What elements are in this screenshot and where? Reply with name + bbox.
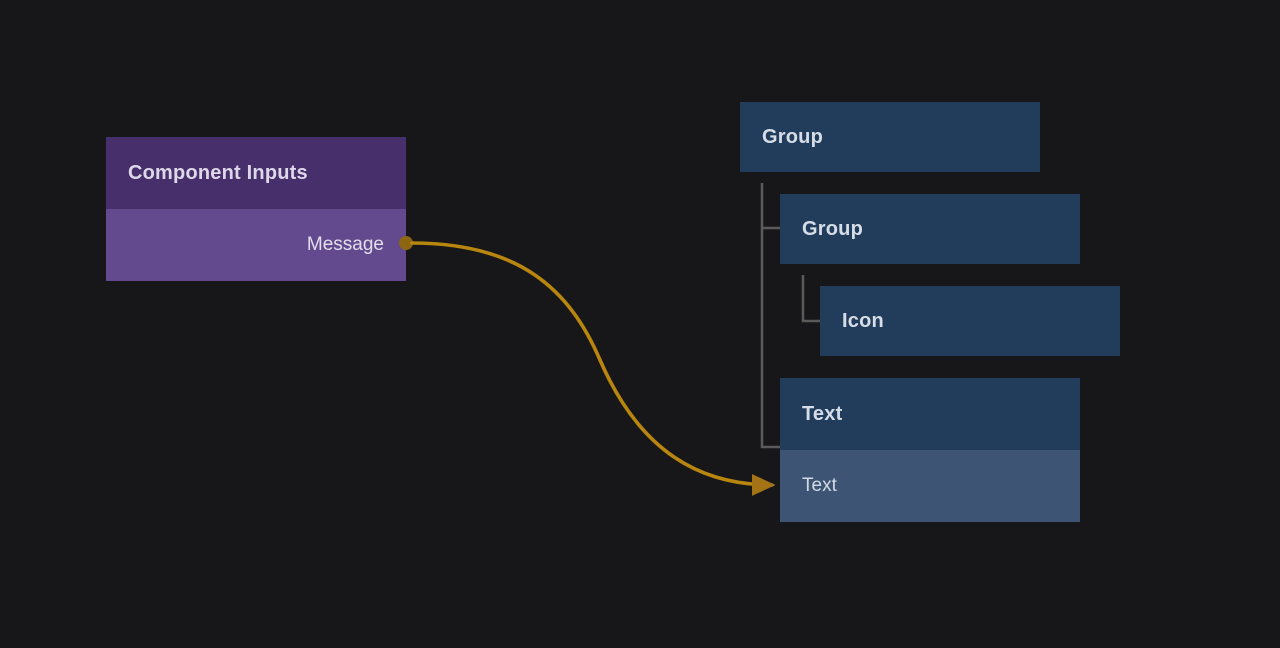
- component-inputs-node[interactable]: Component Inputs Message: [106, 137, 406, 281]
- tree-node-group-root[interactable]: Group: [740, 102, 1040, 172]
- component-inputs-title: Component Inputs: [106, 137, 406, 209]
- tree-node-group-child[interactable]: Group: [780, 194, 1080, 264]
- tree-node-group-child-title: Group: [780, 194, 1080, 264]
- wire-message-to-text: [410, 241, 776, 496]
- tree-node-text-title: Text: [780, 378, 1080, 450]
- tree-node-text[interactable]: Text Text: [780, 378, 1080, 522]
- tree-node-group-root-title: Group: [740, 102, 1040, 172]
- component-inputs-row-message[interactable]: Message: [106, 209, 406, 281]
- tree-node-icon[interactable]: Icon: [820, 286, 1120, 356]
- message-output-port-dot[interactable]: [399, 236, 413, 250]
- tree-node-icon-title: Icon: [820, 286, 1120, 356]
- tree-node-text-row[interactable]: Text: [780, 450, 1080, 522]
